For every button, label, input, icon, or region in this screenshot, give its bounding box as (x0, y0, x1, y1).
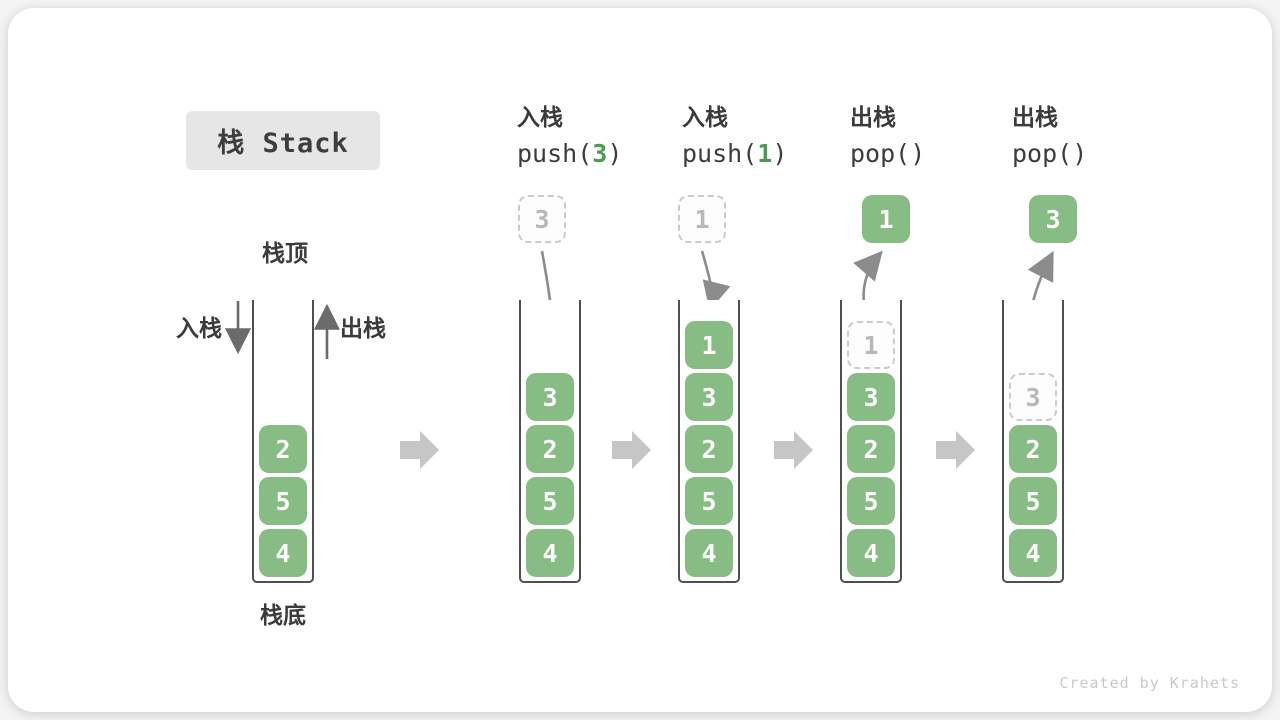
push-label: 入栈 (176, 316, 222, 342)
stack-item: 4 (685, 529, 733, 577)
stack-top-label: 栈顶 (262, 241, 308, 267)
stack-item: 2 (1009, 425, 1057, 473)
op-name: 入栈 (682, 105, 728, 131)
op-label-pop-3: 出栈 pop() (1012, 105, 1182, 167)
stack-item: 5 (847, 477, 895, 525)
stack-item: 5 (526, 477, 574, 525)
code-text: pop() (850, 139, 926, 168)
diagram-title-text: 栈 Stack (217, 128, 349, 159)
popped-value: 1 (862, 195, 910, 243)
code-text: push( (682, 139, 758, 168)
stack-item: 4 (847, 529, 895, 577)
stack-item: 2 (259, 425, 307, 473)
ghost-slot: 3 (1009, 373, 1057, 421)
stack-bottom-label: 栈底 (260, 603, 306, 629)
stack-item: 4 (526, 529, 574, 577)
op-name: 出栈 (850, 105, 896, 131)
code-text: ) (772, 139, 788, 168)
op-label-push-1: 入栈 push(1) (682, 105, 852, 167)
op-name: 出栈 (1012, 105, 1058, 131)
stack-item: 3 (685, 373, 733, 421)
op-label-push-3: 入栈 push(3) (517, 105, 687, 167)
stack-item: 2 (526, 425, 574, 473)
code-arg: 1 (757, 139, 773, 168)
op-code: push(3) (517, 141, 687, 166)
stack-item: 1 (685, 321, 733, 369)
diagram-title: 栈 Stack (186, 111, 380, 170)
incoming-value: 3 (518, 195, 566, 243)
stack-item: 5 (1009, 477, 1057, 525)
stack-container: 2 5 4 (252, 300, 314, 583)
stack-item: 3 (526, 373, 574, 421)
ghost-slot: 1 (847, 321, 895, 369)
stack-item: 3 (847, 373, 895, 421)
stack-item: 2 (847, 425, 895, 473)
code-arg: 3 (592, 139, 608, 168)
stack-item: 5 (685, 477, 733, 525)
stack-item: 4 (259, 529, 307, 577)
stack-container: 3 2 5 4 (1002, 300, 1064, 583)
op-code: pop() (1012, 141, 1182, 166)
code-text: pop() (1012, 139, 1088, 168)
stack-container: 1 3 2 5 4 (678, 300, 740, 583)
stack-container: 3 2 5 4 (519, 300, 581, 583)
incoming-value: 1 (678, 195, 726, 243)
popped-value: 3 (1029, 195, 1077, 243)
pop-label: 出栈 (340, 316, 386, 342)
stack-item: 4 (1009, 529, 1057, 577)
code-text: push( (517, 139, 593, 168)
stack-item: 2 (685, 425, 733, 473)
op-code: pop() (850, 141, 1020, 166)
op-code: push(1) (682, 141, 852, 166)
watermark: Created by Krahets (1059, 674, 1240, 692)
op-label-pop-1: 出栈 pop() (850, 105, 1020, 167)
op-name: 入栈 (517, 105, 563, 131)
stack-item: 5 (259, 477, 307, 525)
stack-container: 1 3 2 5 4 (840, 300, 902, 583)
code-text: ) (607, 139, 623, 168)
